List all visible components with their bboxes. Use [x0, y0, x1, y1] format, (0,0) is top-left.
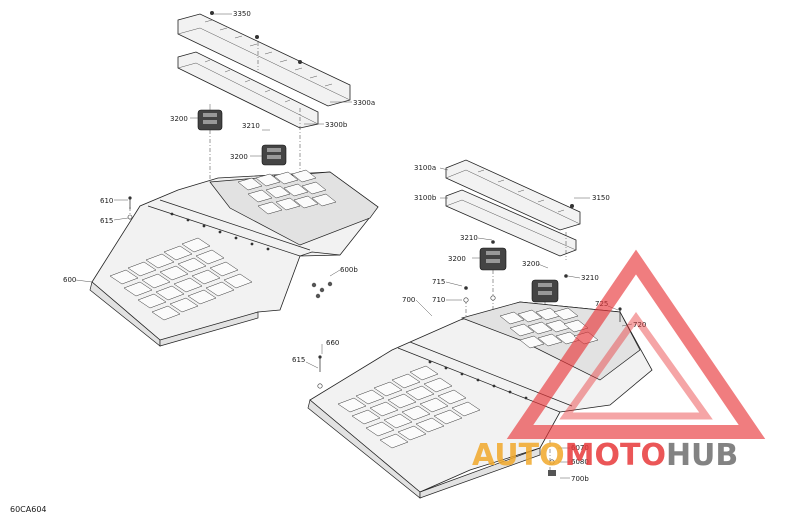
- callout-3350: 3350: [233, 10, 251, 18]
- panel-3100b: [445, 189, 577, 257]
- watermark-logo: AUTOMOTOHUB: [472, 249, 766, 473]
- hardware-600b: [311, 281, 333, 299]
- fastener-3350: [210, 11, 302, 64]
- floor-cells-700: [337, 307, 599, 449]
- floor-pan-600: [89, 169, 379, 347]
- callout-720: 720: [633, 321, 646, 329]
- floor-cells-600: [109, 169, 337, 321]
- panel-3300a: [177, 13, 351, 107]
- figure-code: 60CA604: [10, 505, 47, 514]
- callout-3300a: 3300a: [353, 99, 375, 107]
- fastener-610: [127, 196, 133, 220]
- latch-3200-right-b: [531, 274, 568, 303]
- callout-660: 660: [326, 339, 339, 347]
- callout-3300b: 3300b: [325, 121, 348, 129]
- callout-3200-a: 3200: [170, 115, 188, 123]
- callout-3150: 3150: [592, 194, 610, 202]
- callout-labels: 3350 3300a 3300b 3200 3210 3200 610 615 …: [63, 10, 646, 483]
- callout-3200-c: 3200: [448, 255, 466, 263]
- callout-3200-d: 3200: [522, 260, 540, 268]
- rivets-600: [170, 212, 270, 251]
- callout-615-a: 615: [100, 217, 113, 225]
- latch-3200-left-a: [197, 104, 223, 131]
- callout-610: 610: [100, 197, 113, 205]
- callout-700: 700: [402, 296, 415, 304]
- fastener-725: [618, 307, 622, 322]
- callout-6080: 6080: [571, 458, 589, 466]
- fastener-660: [317, 355, 323, 389]
- callout-3210-b: 3210: [460, 234, 478, 242]
- callout-3210-a: 3210: [242, 122, 260, 130]
- callout-3200-b: 3200: [230, 153, 248, 161]
- callout-600: 600: [63, 276, 76, 284]
- fastener-6070: [548, 459, 556, 476]
- watermark-triangle-icon: [506, 249, 766, 439]
- watermark-text: AUTOMOTOHUB: [472, 438, 738, 473]
- fastener-3150: [570, 204, 574, 208]
- latch-3200-left-b: [261, 144, 287, 166]
- panel-3100a: [445, 159, 581, 231]
- callout-700b: 700b: [571, 475, 589, 483]
- latch-3200-right-a: [479, 240, 507, 271]
- floor-pan-700: [307, 301, 653, 499]
- callout-3100a: 3100a: [414, 164, 436, 172]
- callout-600b: 600b: [340, 266, 358, 274]
- callout-715: 715: [432, 278, 445, 286]
- callout-710: 710: [432, 296, 445, 304]
- rivets-700: [428, 360, 528, 400]
- callout-3210-c: 3210: [581, 274, 599, 282]
- callout-leaders: [75, 13, 633, 479]
- callout-6070: 6070: [571, 444, 589, 452]
- callout-3100b: 3100b: [414, 194, 437, 202]
- callout-615-b: 615: [292, 356, 305, 364]
- fastener-715: [463, 286, 496, 303]
